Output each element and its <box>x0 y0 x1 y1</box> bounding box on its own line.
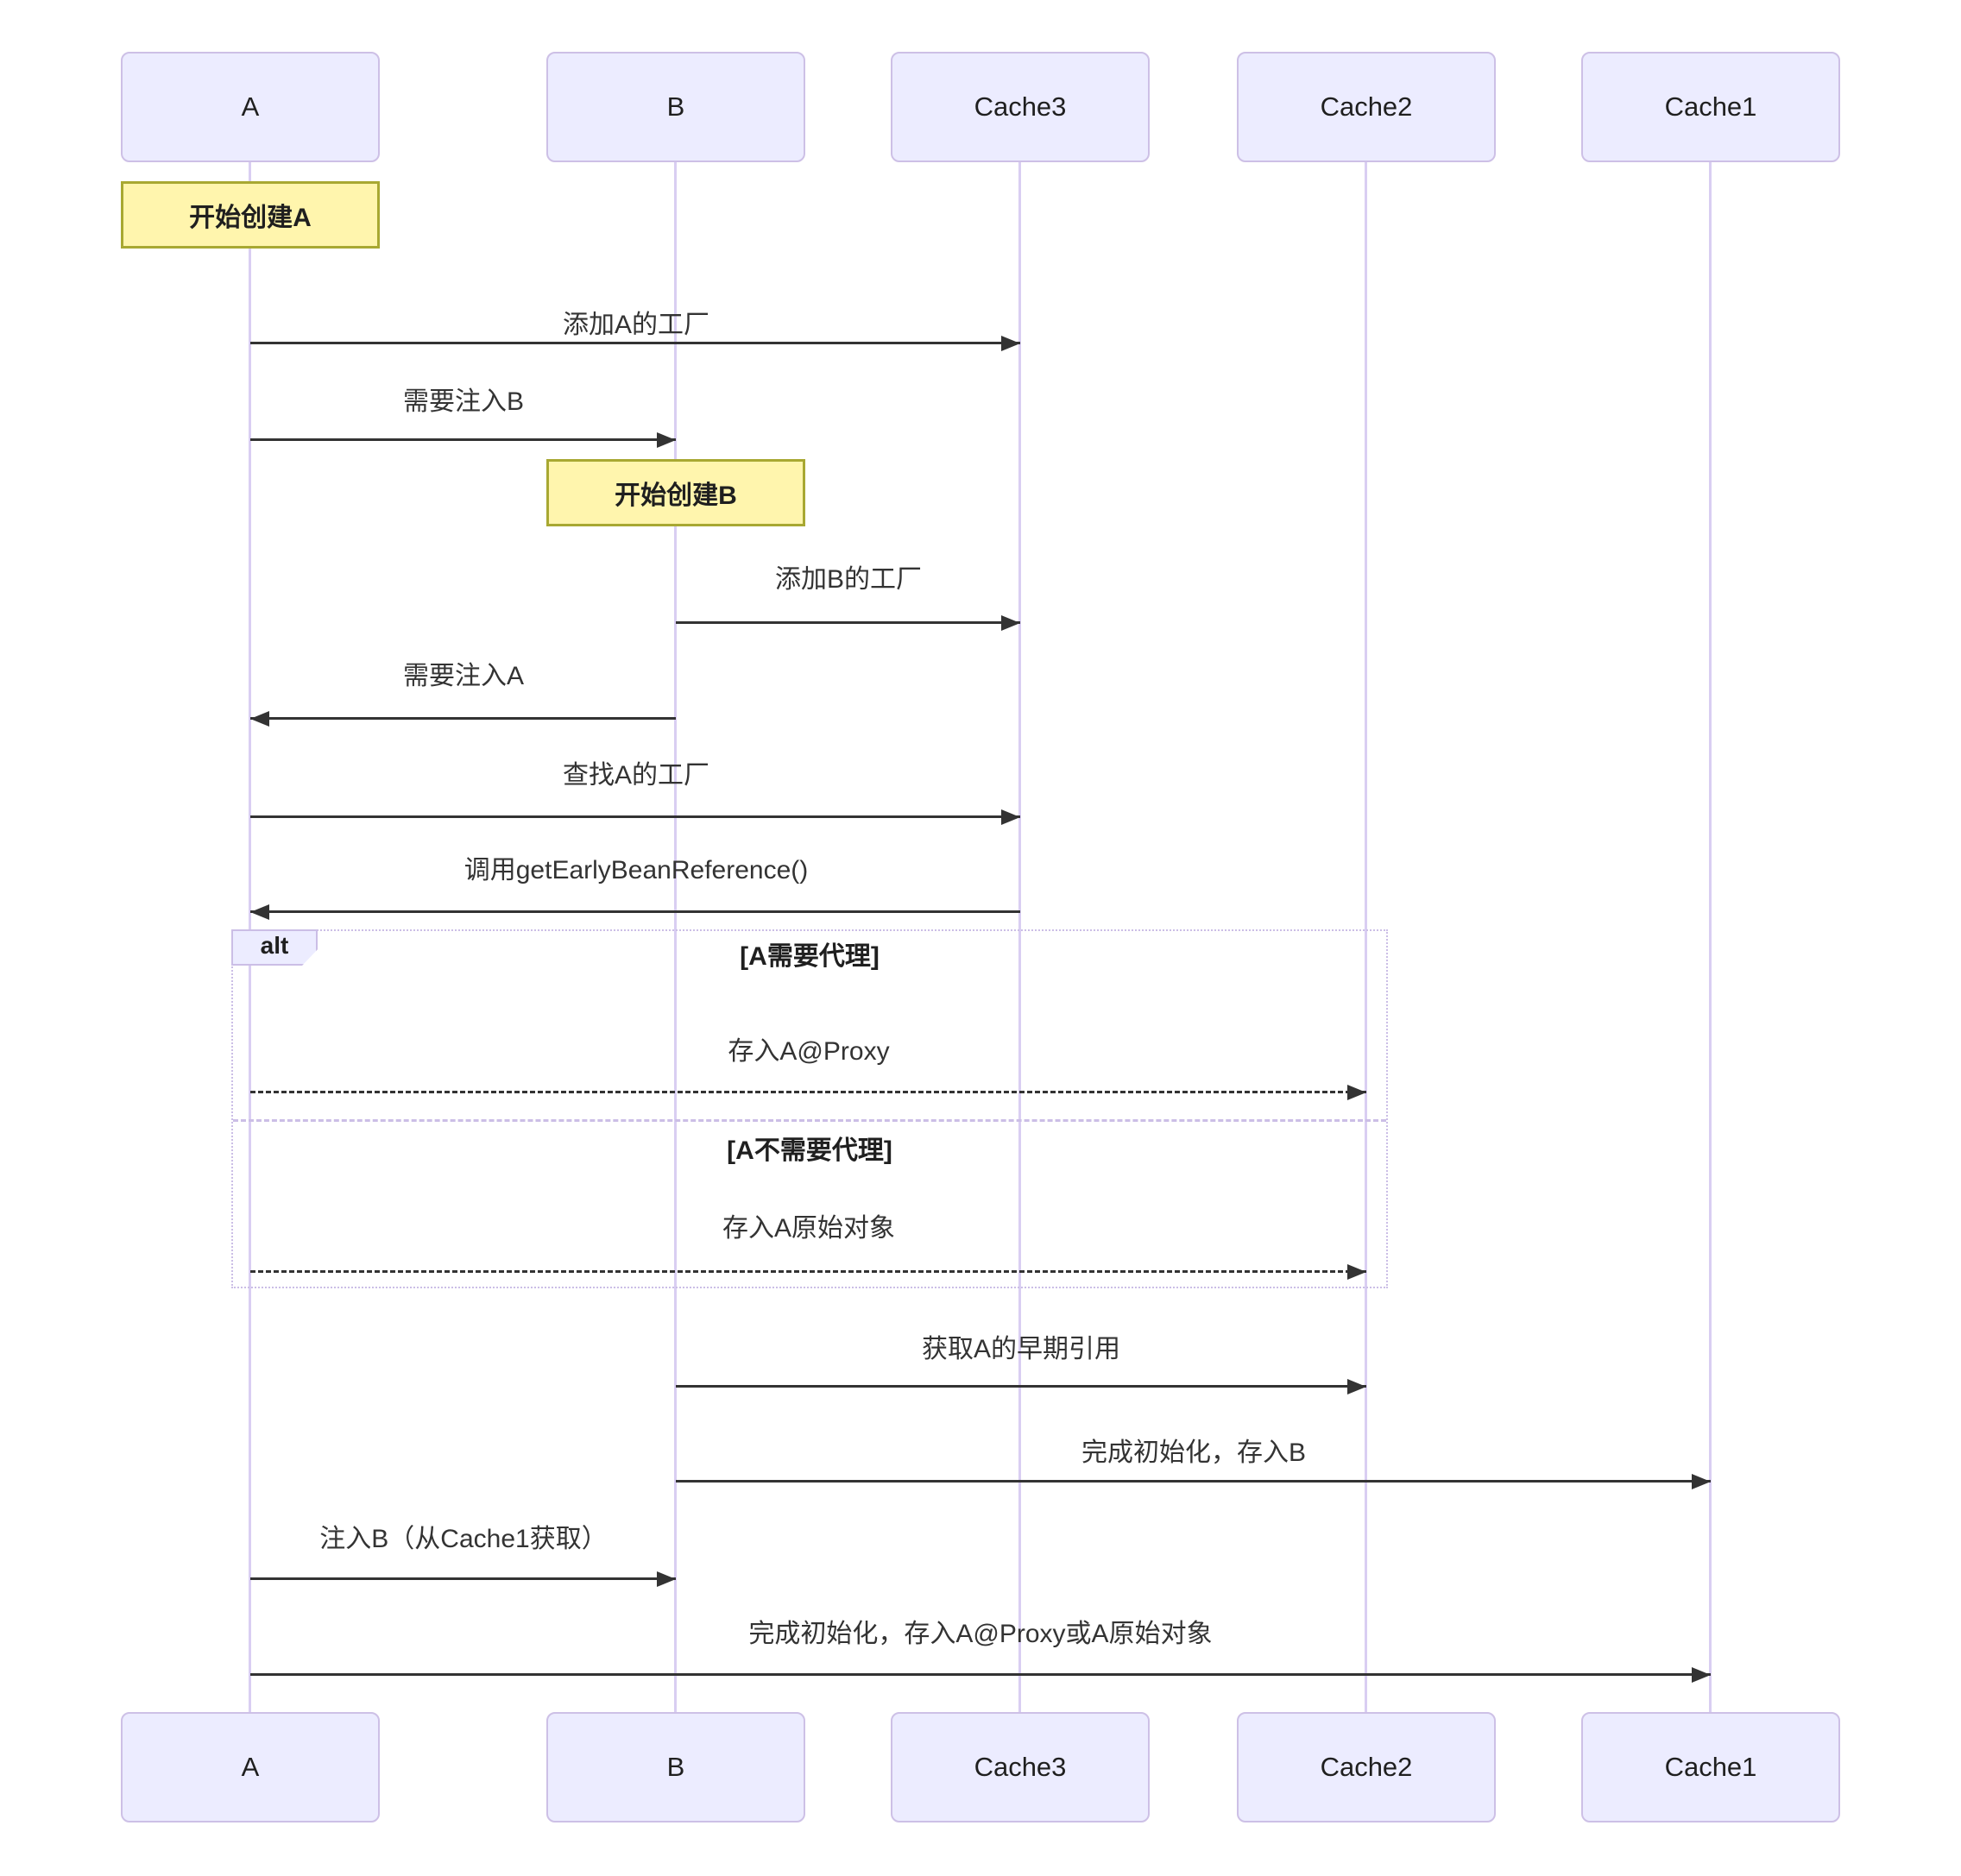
actor-bottom-cache1: Cache1 <box>1581 1712 1840 1822</box>
actor-label: Cache3 <box>974 91 1067 122</box>
message-line <box>250 1673 1711 1676</box>
actor-label: Cache2 <box>1320 91 1413 122</box>
arrowhead-right-icon <box>1001 615 1020 631</box>
note-start-create-b: 开始创建B <box>546 459 805 526</box>
note-label: 开始创建B <box>615 482 737 510</box>
note-start-create-a: 开始创建A <box>121 181 380 249</box>
actor-label: Cache1 <box>1664 1752 1757 1782</box>
actor-bottom-a: A <box>121 1712 380 1822</box>
arrowhead-left-icon <box>250 711 269 727</box>
actor-bottom-b: B <box>546 1712 805 1822</box>
arrowhead-right-icon <box>1347 1264 1366 1280</box>
message-line <box>250 438 676 441</box>
actor-label: A <box>241 91 260 122</box>
actor-top-cache2: Cache2 <box>1237 52 1496 162</box>
arrowhead-right-icon <box>1001 336 1020 351</box>
message-line <box>250 342 1020 344</box>
message-line-dashed <box>250 1270 1366 1273</box>
actor-top-cache3: Cache3 <box>891 52 1150 162</box>
actor-label: Cache2 <box>1320 1752 1413 1782</box>
alt-condition-1: [A需要代理] <box>740 942 880 971</box>
arrowhead-right-icon <box>1347 1379 1366 1394</box>
actor-label: Cache3 <box>974 1752 1067 1782</box>
actor-top-b: B <box>546 52 805 162</box>
lifeline-cache1 <box>1709 162 1712 1712</box>
message-line <box>250 1577 676 1580</box>
actor-bottom-cache3: Cache3 <box>891 1712 1150 1822</box>
actor-bottom-cache2: Cache2 <box>1237 1712 1496 1822</box>
actor-label: B <box>666 1752 685 1782</box>
alt-frame-label: alt <box>231 929 318 966</box>
message-line <box>676 1480 1711 1483</box>
arrowhead-right-icon <box>1001 809 1020 825</box>
message-line <box>250 717 676 720</box>
message-label: 需要注入A <box>402 662 525 690</box>
actor-top-a: A <box>121 52 380 162</box>
message-label: 添加B的工厂 <box>774 565 923 594</box>
actor-label: Cache1 <box>1664 91 1757 122</box>
message-line <box>250 910 1020 913</box>
message-label: 完成初始化，存入A@Proxy或A原始对象 <box>748 1620 1213 1648</box>
arrowhead-right-icon <box>657 432 676 448</box>
lifeline-cache3 <box>1018 162 1021 1712</box>
actor-label: A <box>241 1752 260 1782</box>
actor-label: B <box>666 91 685 122</box>
note-label: 开始创建A <box>189 204 312 232</box>
message-label: 需要注入B <box>402 387 525 416</box>
arrowhead-right-icon <box>1692 1667 1711 1683</box>
alt-frame: alt <box>231 929 1388 1288</box>
message-label: 存入A@Proxy <box>728 1037 890 1066</box>
message-line <box>676 621 1020 624</box>
arrowhead-left-icon <box>250 904 269 920</box>
arrowhead-right-icon <box>1347 1085 1366 1100</box>
message-label: 调用getEarlyBeanReference() <box>463 856 809 884</box>
message-line <box>250 815 1020 818</box>
message-line-dashed <box>250 1091 1366 1093</box>
message-label: 存入A原始对象 <box>722 1214 896 1243</box>
lifeline-b <box>674 162 677 1712</box>
arrowhead-right-icon <box>657 1571 676 1587</box>
message-line <box>676 1385 1366 1388</box>
alt-condition-2: [A不需要代理] <box>727 1136 892 1165</box>
message-label: 查找A的工厂 <box>562 761 710 790</box>
message-label: 完成初始化，存入B <box>1081 1438 1307 1467</box>
alt-label-text: alt <box>260 932 289 959</box>
arrowhead-right-icon <box>1692 1474 1711 1489</box>
lifeline-cache2 <box>1365 162 1367 1712</box>
message-label: 添加A的工厂 <box>562 311 710 339</box>
message-label: 获取A的早期引用 <box>921 1335 1121 1363</box>
message-label: 注入B（从Cache1获取） <box>319 1525 608 1553</box>
actor-top-cache1: Cache1 <box>1581 52 1840 162</box>
alt-divider <box>233 1119 1386 1122</box>
